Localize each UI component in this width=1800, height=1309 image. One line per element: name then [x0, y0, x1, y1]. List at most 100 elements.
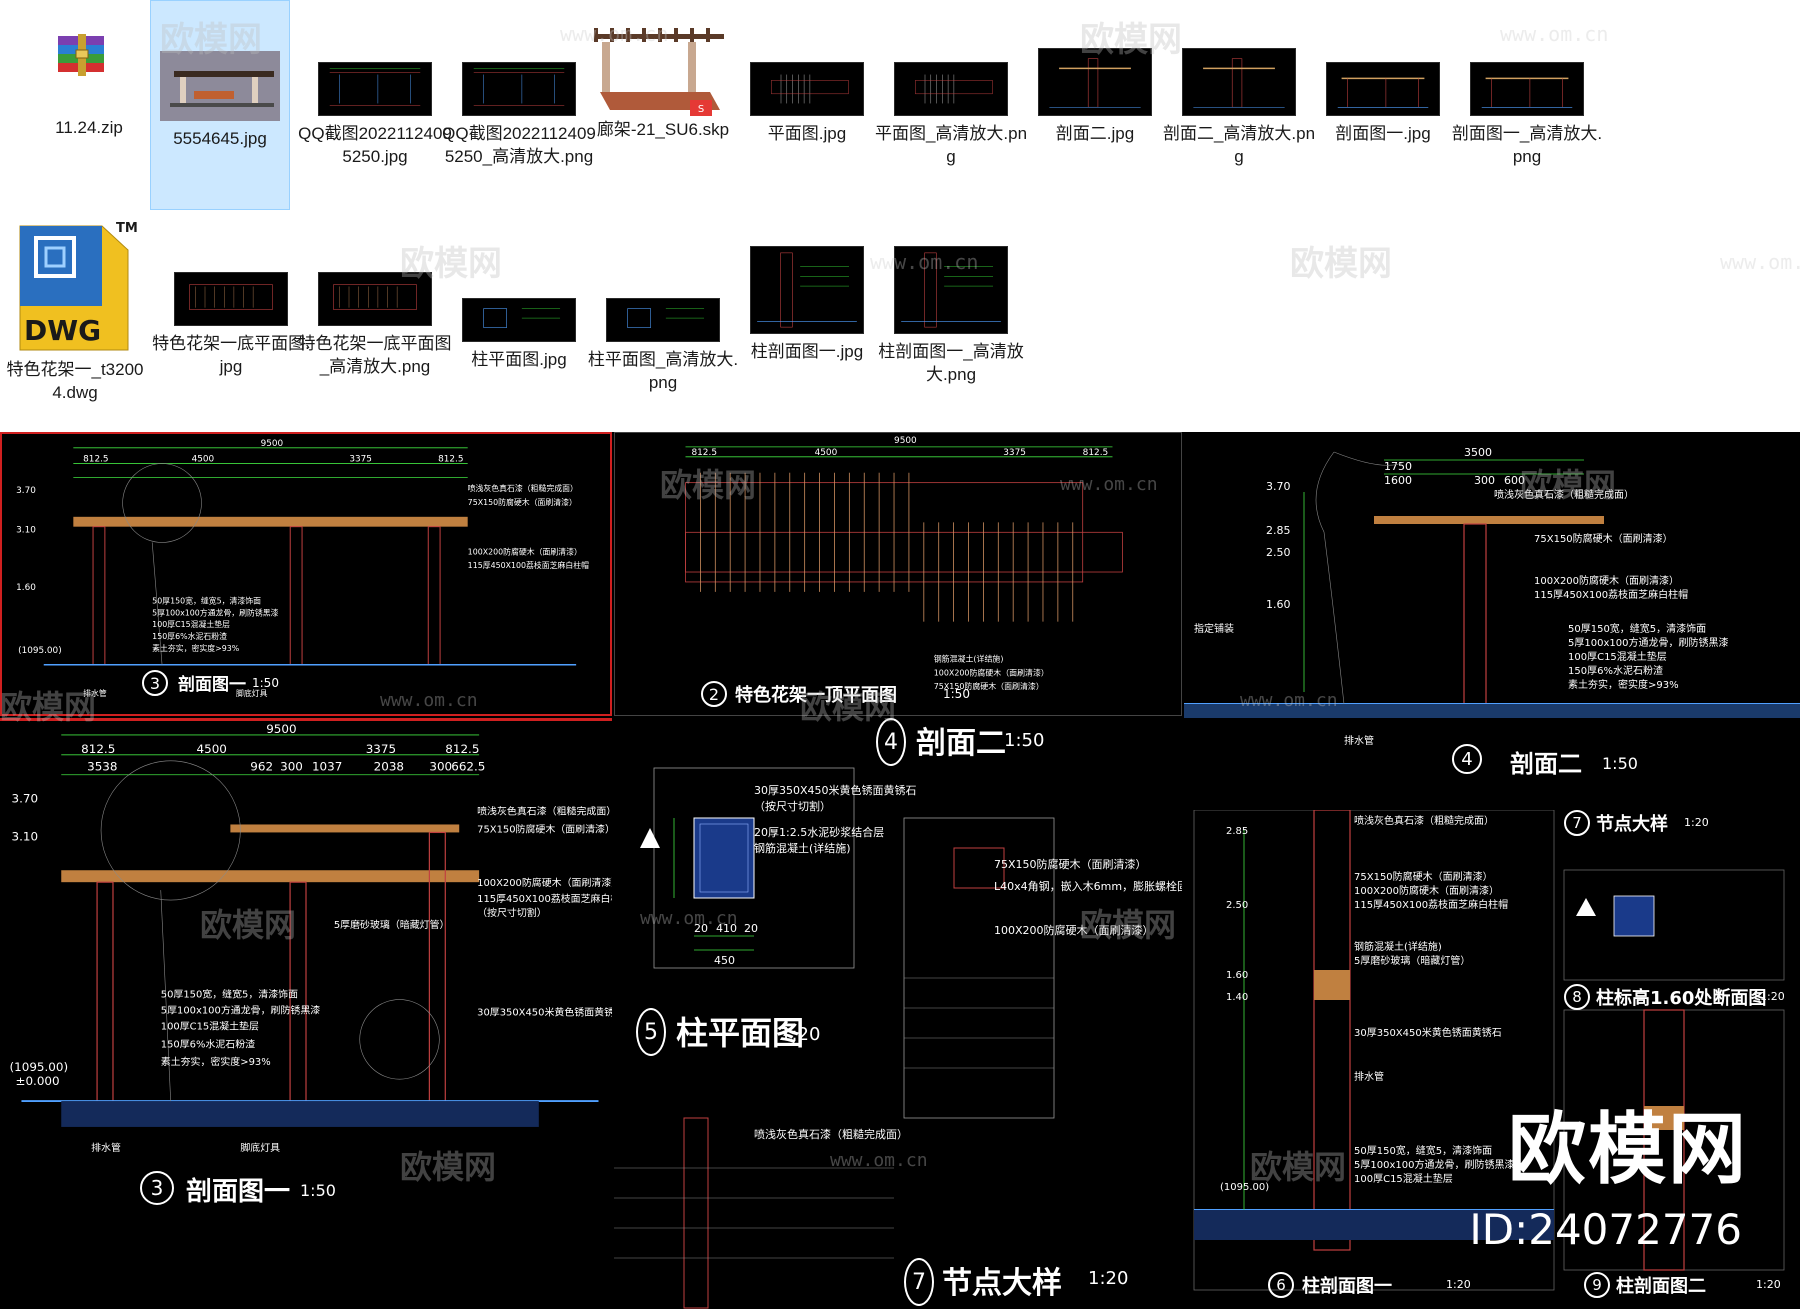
dim-label: 9500: [266, 722, 296, 736]
image-thumbnail: [750, 246, 864, 334]
note-text: 75X150防腐硬木（面刷清漆）: [994, 857, 1147, 871]
drawing-scale: 1:20: [1088, 1268, 1129, 1289]
dim-label: 300: [280, 760, 303, 774]
file-label: 剖面图一.jpg: [1335, 124, 1431, 143]
svg-text:S: S: [698, 104, 704, 115]
note-text: 150厚6%水泥石粉渣: [1568, 664, 1663, 677]
note-text: 喷浅灰色真石漆（粗糙完成面）: [1494, 488, 1634, 501]
file-item-zip[interactable]: 11.24.zip: [8, 0, 170, 210]
note-text: 150厚6%水泥石粉渣: [152, 631, 227, 641]
note-text: 喷浅灰色真石漆（粗糙完成面）: [468, 483, 578, 493]
zip-archive-icon: [58, 34, 104, 76]
drawing-number: 4: [876, 718, 906, 766]
note-text: 素土夯实，密实度>93%: [1568, 678, 1679, 691]
dim-label: 3538: [87, 760, 117, 774]
file-item[interactable]: 平面图.jpg: [726, 0, 888, 210]
level-label: 3.70: [12, 792, 39, 806]
note-text: 50厚150宽，缝宽5，清漆饰面: [1568, 622, 1706, 635]
file-label: 柱平面图.jpg: [471, 350, 567, 369]
dim-label: 1037: [312, 760, 342, 774]
file-label: 特色花架一底平面图.jpg: [152, 334, 310, 376]
drawing-number: 6: [1268, 1272, 1294, 1298]
file-item[interactable]: 特色花架一底平面图_高清放大.png: [294, 210, 456, 420]
dim-label: 600: [1504, 474, 1525, 487]
watermark-url: www.om.cn: [1720, 250, 1800, 274]
note-text: 100X200防腐硬木（面刷清漆）: [1534, 574, 1679, 587]
drawing-title: 节点大样: [942, 1266, 1062, 1301]
note-text: 素土夯实，密实度>93%: [161, 1055, 271, 1068]
image-thumbnail: [894, 246, 1008, 334]
dim-label: 812.5: [438, 455, 463, 465]
drawing-scale: 1:50: [943, 687, 970, 701]
drawing-scale: 1:50: [300, 1181, 336, 1200]
file-item[interactable]: 平面图_高清放大.png: [870, 0, 1032, 210]
note-text: 5厚100x100方通龙骨，刷防锈黑漆: [161, 1004, 321, 1017]
note-text: 75X150防腐硬木（面刷清漆）: [1354, 870, 1493, 883]
file-item[interactable]: 剖面二.jpg: [1014, 0, 1176, 210]
file-item[interactable]: 剖面图一.jpg: [1302, 0, 1464, 210]
level-label: 2.50: [1226, 900, 1248, 911]
file-item[interactable]: QQ截图20221124095250_高清放大.png: [438, 0, 600, 210]
file-item[interactable]: 剖面二_高清放大.png: [1158, 0, 1320, 210]
file-label: 柱剖面图一.jpg: [750, 342, 864, 361]
file-item[interactable]: QQ截图20221124095250.jpg: [294, 0, 456, 210]
file-label: 11.24.zip: [55, 118, 123, 137]
file-item[interactable]: 特色花架一底平面图.jpg: [150, 210, 312, 420]
drawing-scale: 1:20: [1684, 816, 1709, 829]
file-item-skp[interactable]: S 廊架-21_SU6.skp: [582, 0, 744, 210]
note-text: L40x4角钢，嵌入木6mm，膨胀螺栓固定: [994, 879, 1182, 893]
image-thumbnail: [1182, 48, 1296, 116]
file-item-dwg[interactable]: DWG TM 特色花架一_t32004.dwg: [0, 210, 150, 420]
note-text: 喷浅灰色真石漆（粗糙完成面）: [477, 805, 612, 818]
drawing-title: 柱平面图: [676, 1014, 805, 1052]
level-label: ±0.000: [15, 1074, 59, 1088]
image-thumbnail: [894, 62, 1008, 116]
note-text: 5厚100x100方通龙骨，刷防锈黑漆: [152, 607, 278, 617]
note-text: 100X200防腐硬木（面刷清漆）: [1354, 884, 1499, 897]
note-text: 20厚1:2.5水泥砂浆结合层: [754, 825, 884, 839]
dim-label: 812.5: [83, 455, 108, 465]
note-text: 100厚C15混凝土垫层: [1568, 650, 1667, 663]
level-label: (1095.00): [18, 646, 62, 656]
drawing-number: 3: [140, 1171, 174, 1205]
dim-label: 812.5: [81, 742, 115, 756]
level-label: 1.60: [16, 583, 36, 593]
note-text: 5厚100x100方通龙骨，刷防锈黑漆: [1568, 636, 1728, 649]
drawing-number: 7: [904, 1258, 934, 1306]
note-text: 100X200防腐硬木（面刷清漆）: [468, 546, 582, 556]
note-text: 钢筋混凝土(详结施): [754, 841, 851, 855]
note-text: 100X200防腐硬木（面刷清漆）: [994, 923, 1154, 937]
note-text: 排水管: [1354, 1070, 1384, 1083]
drawing-scale: 1:20: [780, 1024, 821, 1045]
note-text: 150厚6%水泥石粉渣: [161, 1037, 255, 1050]
file-item[interactable]: 柱剖面图一.jpg: [726, 210, 888, 420]
drawing-title: 柱剖面图二: [1616, 1276, 1706, 1297]
file-item[interactable]: 剖面图一_高清放大.png: [1446, 0, 1608, 210]
dim-label: 20: [694, 922, 708, 935]
level-label: 2.85: [1226, 826, 1248, 837]
file-item[interactable]: 柱平面图_高清放大.png: [582, 210, 744, 420]
panel-column-sections: 2.85 2.50 1.60 1.40 (1095.00) 喷浅灰色真石漆（粗糙…: [1184, 810, 1800, 1309]
drawing-scale: 1:20: [1760, 990, 1785, 1003]
dim-label: 4500: [197, 742, 227, 756]
drawing-number: 2: [701, 681, 727, 707]
drawing-scale: 1:50: [1004, 730, 1045, 751]
note-text: 排水管: [91, 1141, 121, 1154]
file-item-jpg-selected[interactable]: 5554645.jpg: [150, 0, 290, 210]
note-text: 素土夯实，密实度>93%: [152, 643, 240, 653]
file-item[interactable]: 柱平面图.jpg: [438, 210, 600, 420]
note-text: 脚底灯具: [236, 688, 268, 698]
level-label: (1095.00): [10, 1060, 69, 1074]
image-thumbnail: [606, 298, 720, 342]
note-text: （按尺寸切割）: [754, 799, 831, 813]
image-thumbnail: [750, 62, 864, 116]
note-text: 30厚350X450米黄色锈面黄锈石: [477, 1005, 612, 1018]
file-label: 柱平面图_高清放大.png: [587, 350, 739, 392]
image-thumbnail: [318, 272, 432, 326]
file-item[interactable]: 柱剖面图一_高清放大.png: [870, 210, 1032, 420]
file-label: 平面图.jpg: [767, 124, 847, 143]
note-text: 30厚350X450米黄色锈面黄锈石: [754, 783, 917, 797]
panel-section2-top: 3500 1750 1600 300 600 3.70 2.85 2.50 1.…: [1184, 432, 1800, 808]
dwg-file-icon: DWG TM: [19, 221, 138, 351]
drawing-scale: 1:50: [1602, 754, 1638, 773]
